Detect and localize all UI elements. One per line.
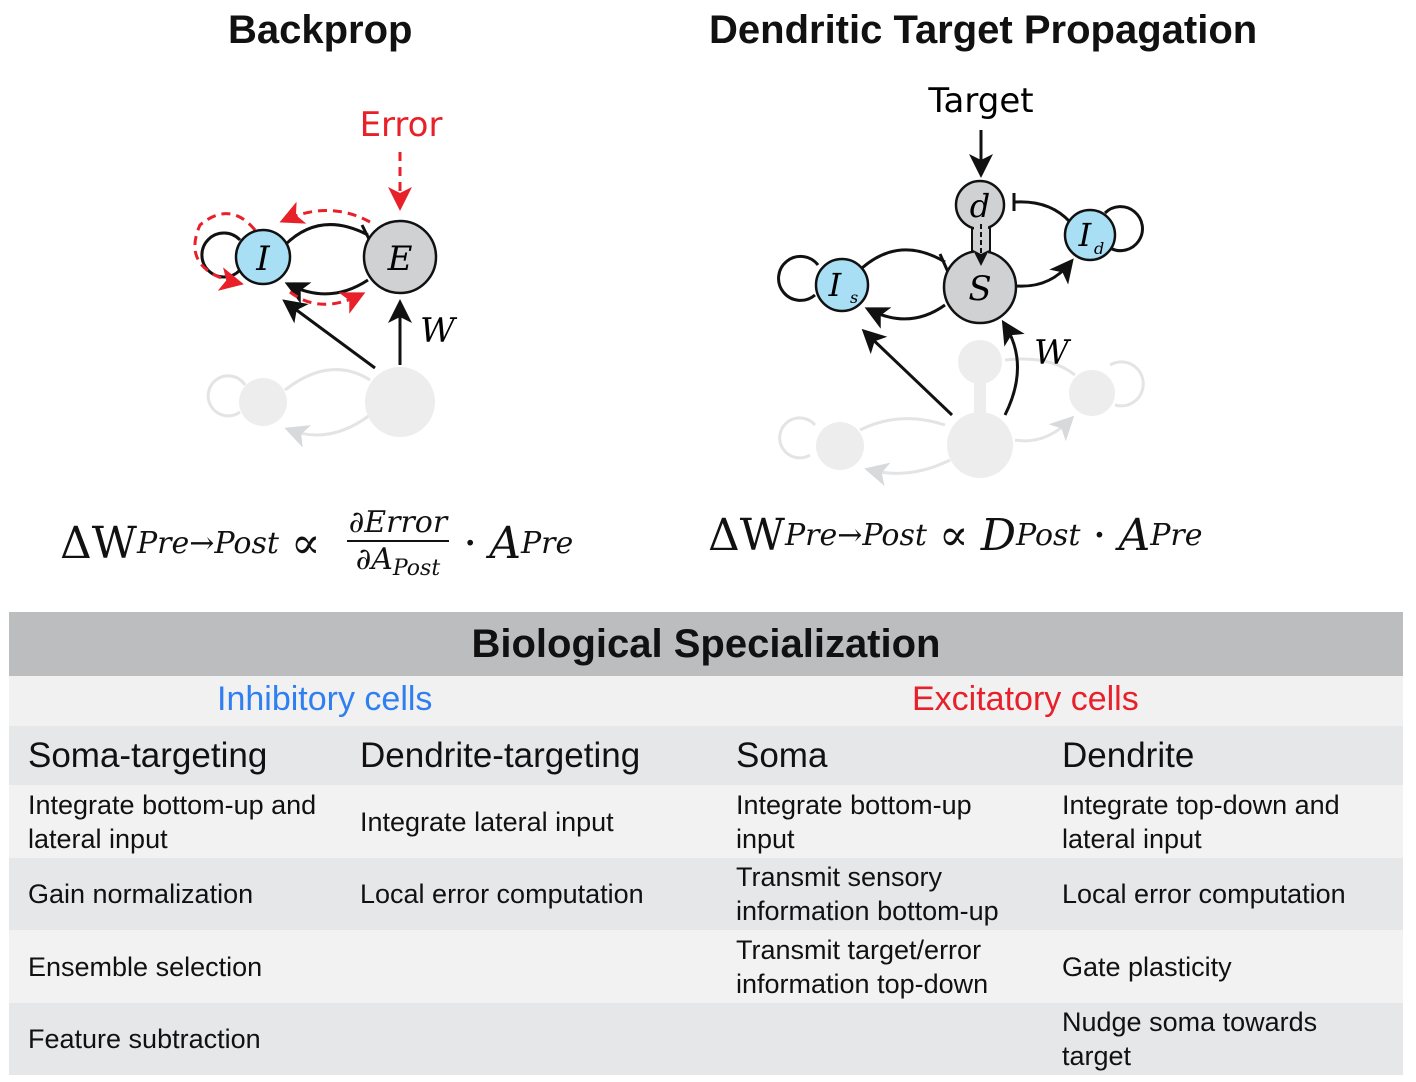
Id-self-inhibition bbox=[1103, 205, 1144, 253]
node-d-label: d bbox=[970, 187, 990, 225]
inhibitory-node-Id bbox=[1063, 208, 1117, 262]
dtp-lower-layer bbox=[778, 340, 1145, 487]
eq-fraction: ∂Error∂APost bbox=[346, 505, 450, 581]
eq-den-sub: Post bbox=[392, 556, 441, 581]
error-label: Error bbox=[360, 105, 443, 145]
weight-W-arrow bbox=[1001, 319, 1025, 416]
table-cell: Gate plasticity bbox=[1062, 951, 1232, 982]
node-Id-subscript: d bbox=[1094, 239, 1104, 258]
table-cell bbox=[736, 1003, 1036, 1075]
node-Is-label: I bbox=[828, 266, 843, 304]
table-row: Ensemble selection Transmit target/error… bbox=[9, 930, 1403, 1003]
feedforward-to-I bbox=[282, 299, 376, 370]
eq-rhs: A bbox=[1118, 510, 1151, 561]
dtp-circuit bbox=[777, 130, 1144, 417]
node-S-label: S bbox=[968, 269, 991, 309]
specialization-table: Biological Specialization Inhibitory cel… bbox=[9, 612, 1403, 1075]
eq-dot: · bbox=[463, 517, 478, 569]
table-cell: Local error computation bbox=[360, 879, 644, 909]
table-cell: Feature subtraction bbox=[28, 1024, 261, 1054]
inhibitory-node-Is bbox=[814, 257, 870, 313]
inhibitory-node-I bbox=[234, 228, 292, 286]
eq-denominator: ∂APost bbox=[356, 542, 440, 581]
eq-lhs: ΔW bbox=[60, 517, 137, 569]
eq-proportional: ∝ bbox=[938, 510, 969, 561]
table-row: Integrate bottom-up and lateral input In… bbox=[9, 785, 1403, 858]
eq-rhs: A bbox=[489, 517, 521, 569]
Is-to-S-inhibition bbox=[861, 248, 946, 270]
node-E-label: E bbox=[387, 239, 413, 279]
backprop-lower-layer bbox=[206, 367, 435, 448]
circuit-diagrams: I E W Error d S I s I d W Target bbox=[193, 81, 1145, 487]
table-cell: Local error computation bbox=[1062, 879, 1346, 909]
I-to-E-inhibition bbox=[283, 223, 369, 247]
table-cell bbox=[360, 930, 720, 1003]
target-label: Target bbox=[927, 81, 1033, 121]
backprop-title: Backprop bbox=[228, 8, 413, 52]
table-cell: Integrate bottom-up and lateral input bbox=[28, 789, 317, 854]
Is-self-inhibition bbox=[777, 254, 820, 302]
excitatory-node-E bbox=[362, 219, 438, 295]
eq-lhs: ΔW bbox=[708, 510, 785, 561]
column-header: Dendrite-targeting bbox=[360, 735, 641, 775]
Id-to-d-inhibition bbox=[1014, 200, 1072, 224]
node-Is-subscript: s bbox=[850, 288, 858, 307]
cell-group-row: Inhibitory cells Excitatory cells bbox=[9, 676, 1403, 726]
eq-den-main: ∂A bbox=[355, 542, 393, 577]
table-cell: Gain normalization bbox=[28, 879, 254, 909]
node-I-label: I bbox=[255, 239, 270, 279]
table-cell: Integrate bottom-up input bbox=[736, 789, 972, 854]
S-to-Id bbox=[1016, 258, 1074, 288]
table-cell: Nudge soma towards target bbox=[1062, 1007, 1318, 1071]
table-cell: Transmit target/error information top-do… bbox=[736, 934, 989, 999]
node-Id-label: I bbox=[1078, 216, 1093, 254]
column-header: Soma-targeting bbox=[28, 735, 268, 775]
table-row: Feature subtraction Nudge soma towards t… bbox=[9, 1003, 1403, 1075]
eq-dendrite-sub: Post bbox=[1015, 518, 1081, 553]
eq-numerator: ∂Error bbox=[346, 505, 450, 542]
error-flow bbox=[193, 152, 412, 314]
backprop-weight-label: W bbox=[420, 311, 458, 351]
eq-dot: · bbox=[1092, 510, 1107, 561]
eq-dendrite-term: D bbox=[980, 510, 1016, 561]
eq-lhs-sub: Pre→Post bbox=[137, 525, 279, 561]
eq-rhs-sub: Pre bbox=[1150, 518, 1203, 553]
E-to-I-excitation bbox=[284, 278, 369, 304]
eq-lhs-sub: Pre→Post bbox=[785, 518, 927, 553]
group-excitatory: Excitatory cells bbox=[912, 680, 1139, 718]
table-title: Biological Specialization bbox=[9, 612, 1403, 676]
table-cell: Integrate top-down and lateral input bbox=[1062, 789, 1340, 854]
table-cell: Integrate lateral input bbox=[360, 806, 614, 837]
eq-rhs-sub: Pre bbox=[520, 525, 574, 561]
table-cell: Transmit sensory information bottom-up bbox=[736, 862, 999, 926]
column-header: Soma bbox=[736, 735, 828, 775]
table-cell bbox=[360, 1003, 720, 1075]
column-header-row: Soma-targeting Dendrite-targeting Soma D… bbox=[9, 726, 1403, 785]
dtp-weight-label: W bbox=[1034, 333, 1072, 373]
dtp-title: Dendritic Target Propagation bbox=[709, 8, 1258, 52]
group-inhibitory: Inhibitory cells bbox=[217, 680, 433, 718]
eq-proportional: ∝ bbox=[290, 517, 321, 569]
column-header: Dendrite bbox=[1062, 735, 1195, 775]
table-row: Gain normalization Local error computati… bbox=[9, 858, 1403, 930]
table-cell: Ensemble selection bbox=[28, 951, 263, 982]
